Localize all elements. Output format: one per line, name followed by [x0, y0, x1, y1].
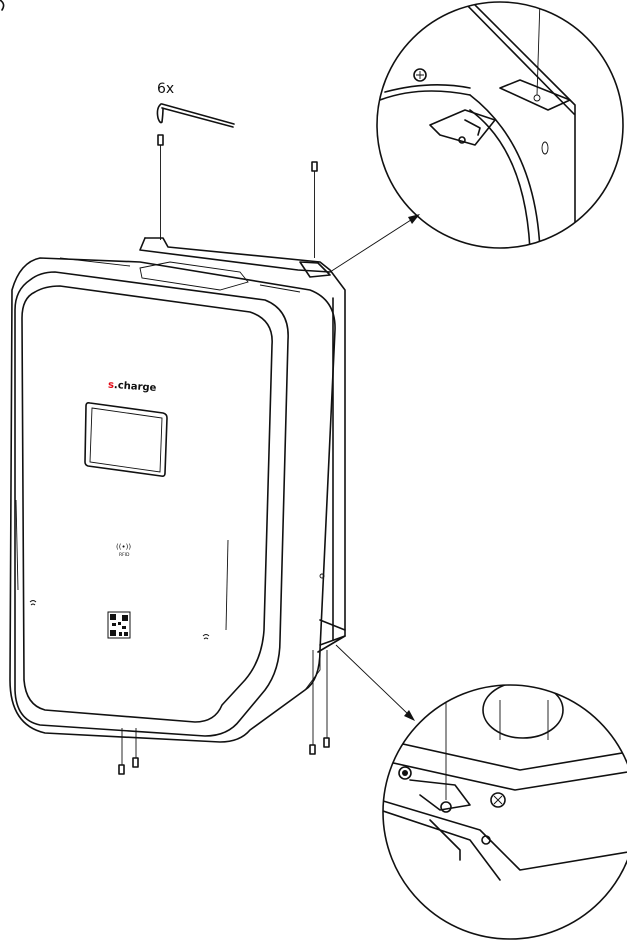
wifi-icon — [29, 600, 37, 606]
charger-body — [9, 257, 336, 743]
screw-top-right — [311, 161, 318, 258]
bottom-screws — [118, 650, 330, 775]
display-screen — [84, 402, 168, 477]
screw-top-left — [157, 134, 164, 240]
svg-text:RFID: RFID — [119, 552, 130, 558]
qr-code — [107, 611, 131, 639]
detail-view-bottom — [382, 684, 627, 940]
detail-arrow-bottom — [335, 644, 415, 721]
side-vent — [15, 499, 19, 591]
detail-arrow-top — [329, 214, 420, 273]
svg-text:((•)): ((•)) — [116, 543, 131, 551]
wifi-icon — [202, 634, 210, 640]
quantity-label: 6x — [157, 81, 174, 97]
corner-mark — [0, 0, 5, 11]
mounting-bracket — [139, 237, 346, 653]
detail-view-top — [376, 1, 624, 249]
hex-key-icon — [156, 103, 235, 128]
logo: s.charge — [108, 380, 157, 394]
svg-text:s.charge: s.charge — [108, 380, 157, 394]
rfid-reader: ((•)) RFID — [116, 543, 131, 558]
side-vent — [225, 539, 229, 631]
